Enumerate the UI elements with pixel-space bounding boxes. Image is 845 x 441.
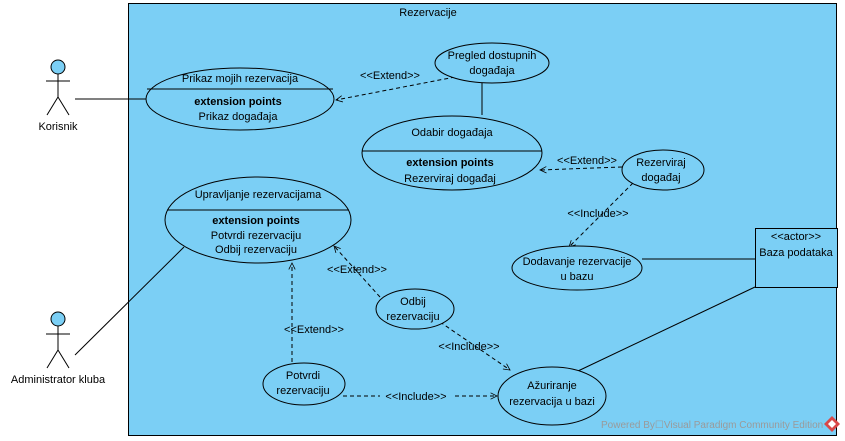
include-rezerviraj-label: <<Include>> (567, 208, 628, 220)
use-case-odbij-rezervaciju[interactable]: Odbij rezervaciju (375, 288, 455, 330)
use-case-name-line: rezervacija u bazi (509, 396, 595, 408)
use-case-potvrdi-rezervaciju[interactable]: Potvrdi rezervaciju (262, 362, 346, 406)
include-odbij-arrow (439, 321, 510, 370)
use-case-name-line: Odbij (400, 296, 426, 308)
use-case-rezerviraj-dogadjaj[interactable]: Rezerviraj događaj (621, 149, 705, 191)
include-rezerviraj-arrow (569, 182, 634, 247)
use-case-name-line: Dodavanje rezervacije (523, 256, 632, 268)
use-case-dodavanje-rezervacije[interactable]: Dodavanje rezervacije u bazu (511, 245, 643, 291)
use-case-pregled-dostupnih[interactable]: Pregled dostupnih događaja (434, 42, 550, 84)
include-potvrdi-label: <<Include>> (385, 391, 446, 403)
extension-point: Rezerviraj događaj (404, 173, 496, 185)
extend-pregled-arrow (336, 76, 456, 100)
use-case-upravljanje-rezervacijama[interactable]: Upravljanje rezervacijama extension poin… (164, 176, 352, 264)
actor-korisnik-label: Korisnik (38, 121, 78, 133)
system-title: Rezervacije (399, 7, 456, 19)
use-case-name-line: u bazu (560, 271, 593, 283)
actor-head-icon (50, 311, 66, 327)
extension-points-heading: extension points (406, 157, 493, 169)
use-case-prikaz-mojih-rezervacija[interactable]: Prikaz mojih rezervacija extension point… (145, 67, 335, 131)
use-case-name-line: događaja (469, 65, 515, 77)
extension-points-heading: extension points (212, 215, 299, 227)
actor-baza-label: Baza podataka (759, 247, 833, 259)
use-case-odabir-dogadjaja[interactable]: Odabir događaja extension points Rezervi… (361, 115, 543, 191)
visual-paradigm-logo-icon (824, 416, 840, 432)
watermark-text: Powered By☐Visual Paradigm Community Edi… (601, 420, 823, 431)
use-case-name-line: događaj (641, 172, 680, 184)
extend-rezerviraj-label: <<Extend>> (557, 155, 617, 167)
actor-administrator[interactable]: Administrator kluba (11, 311, 106, 386)
extend-odbij-arrow (334, 246, 381, 298)
extend-pregled-label: <<Extend>> (360, 70, 420, 82)
use-case-name-line: Rezerviraj (636, 157, 686, 169)
use-case-name: Odabir događaja (411, 127, 493, 139)
extension-point: Odbij rezervaciju (215, 244, 297, 256)
extension-points-heading: extension points (194, 96, 281, 108)
use-case-name: Prikaz mojih rezervacija (182, 73, 299, 85)
extend-odbij-label: <<Extend>> (327, 264, 387, 276)
use-case-name-line: rezervaciju (386, 311, 439, 323)
use-case-name-line: Potvrdi (286, 370, 320, 382)
extend-potvrdi-label: <<Extend>> (284, 324, 344, 336)
actor-head-icon (50, 59, 66, 75)
actor-stereotype: <<actor>> (771, 231, 821, 243)
use-case-name-line: Pregled dostupnih (448, 50, 537, 62)
actor-baza-podataka[interactable]: <<actor>> Baza podataka (755, 228, 838, 288)
extension-point: Prikaz događaja (199, 111, 279, 123)
include-odbij-label: <<Include>> (438, 341, 499, 353)
extension-point: Potvrdi rezervaciju (211, 230, 301, 242)
actor-korisnik[interactable]: Korisnik (38, 59, 78, 133)
association-azuriranje-baza (577, 286, 756, 372)
use-case-name-line: rezervaciju (276, 385, 329, 397)
use-case-name-line: Ažuriranje (527, 380, 577, 392)
use-case-azuriranje-rezervacija[interactable]: Ažuriranje rezervacija u bazi (497, 366, 607, 426)
actor-administrator-label: Administrator kluba (11, 374, 106, 386)
use-case-name: Upravljanje rezervacijama (195, 189, 322, 201)
association-admin-upravljanje (74, 246, 185, 356)
